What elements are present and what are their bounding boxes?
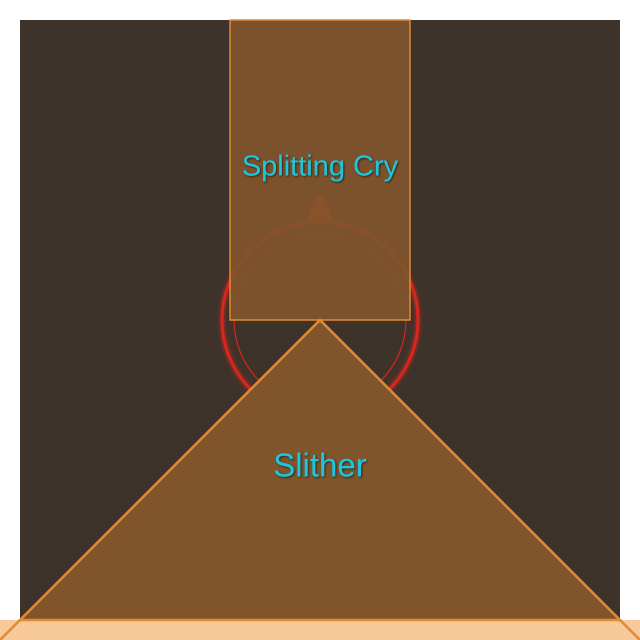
cone-edge-right [619,619,640,640]
splitting-cry-label: Splitting Cry [242,151,399,183]
slither-label: Slither [273,447,367,484]
rectangle-aoe-zone [229,19,411,321]
cone-edge-left [0,619,21,640]
cone-aoe-zone [16,318,624,622]
floor-edge [0,620,640,640]
